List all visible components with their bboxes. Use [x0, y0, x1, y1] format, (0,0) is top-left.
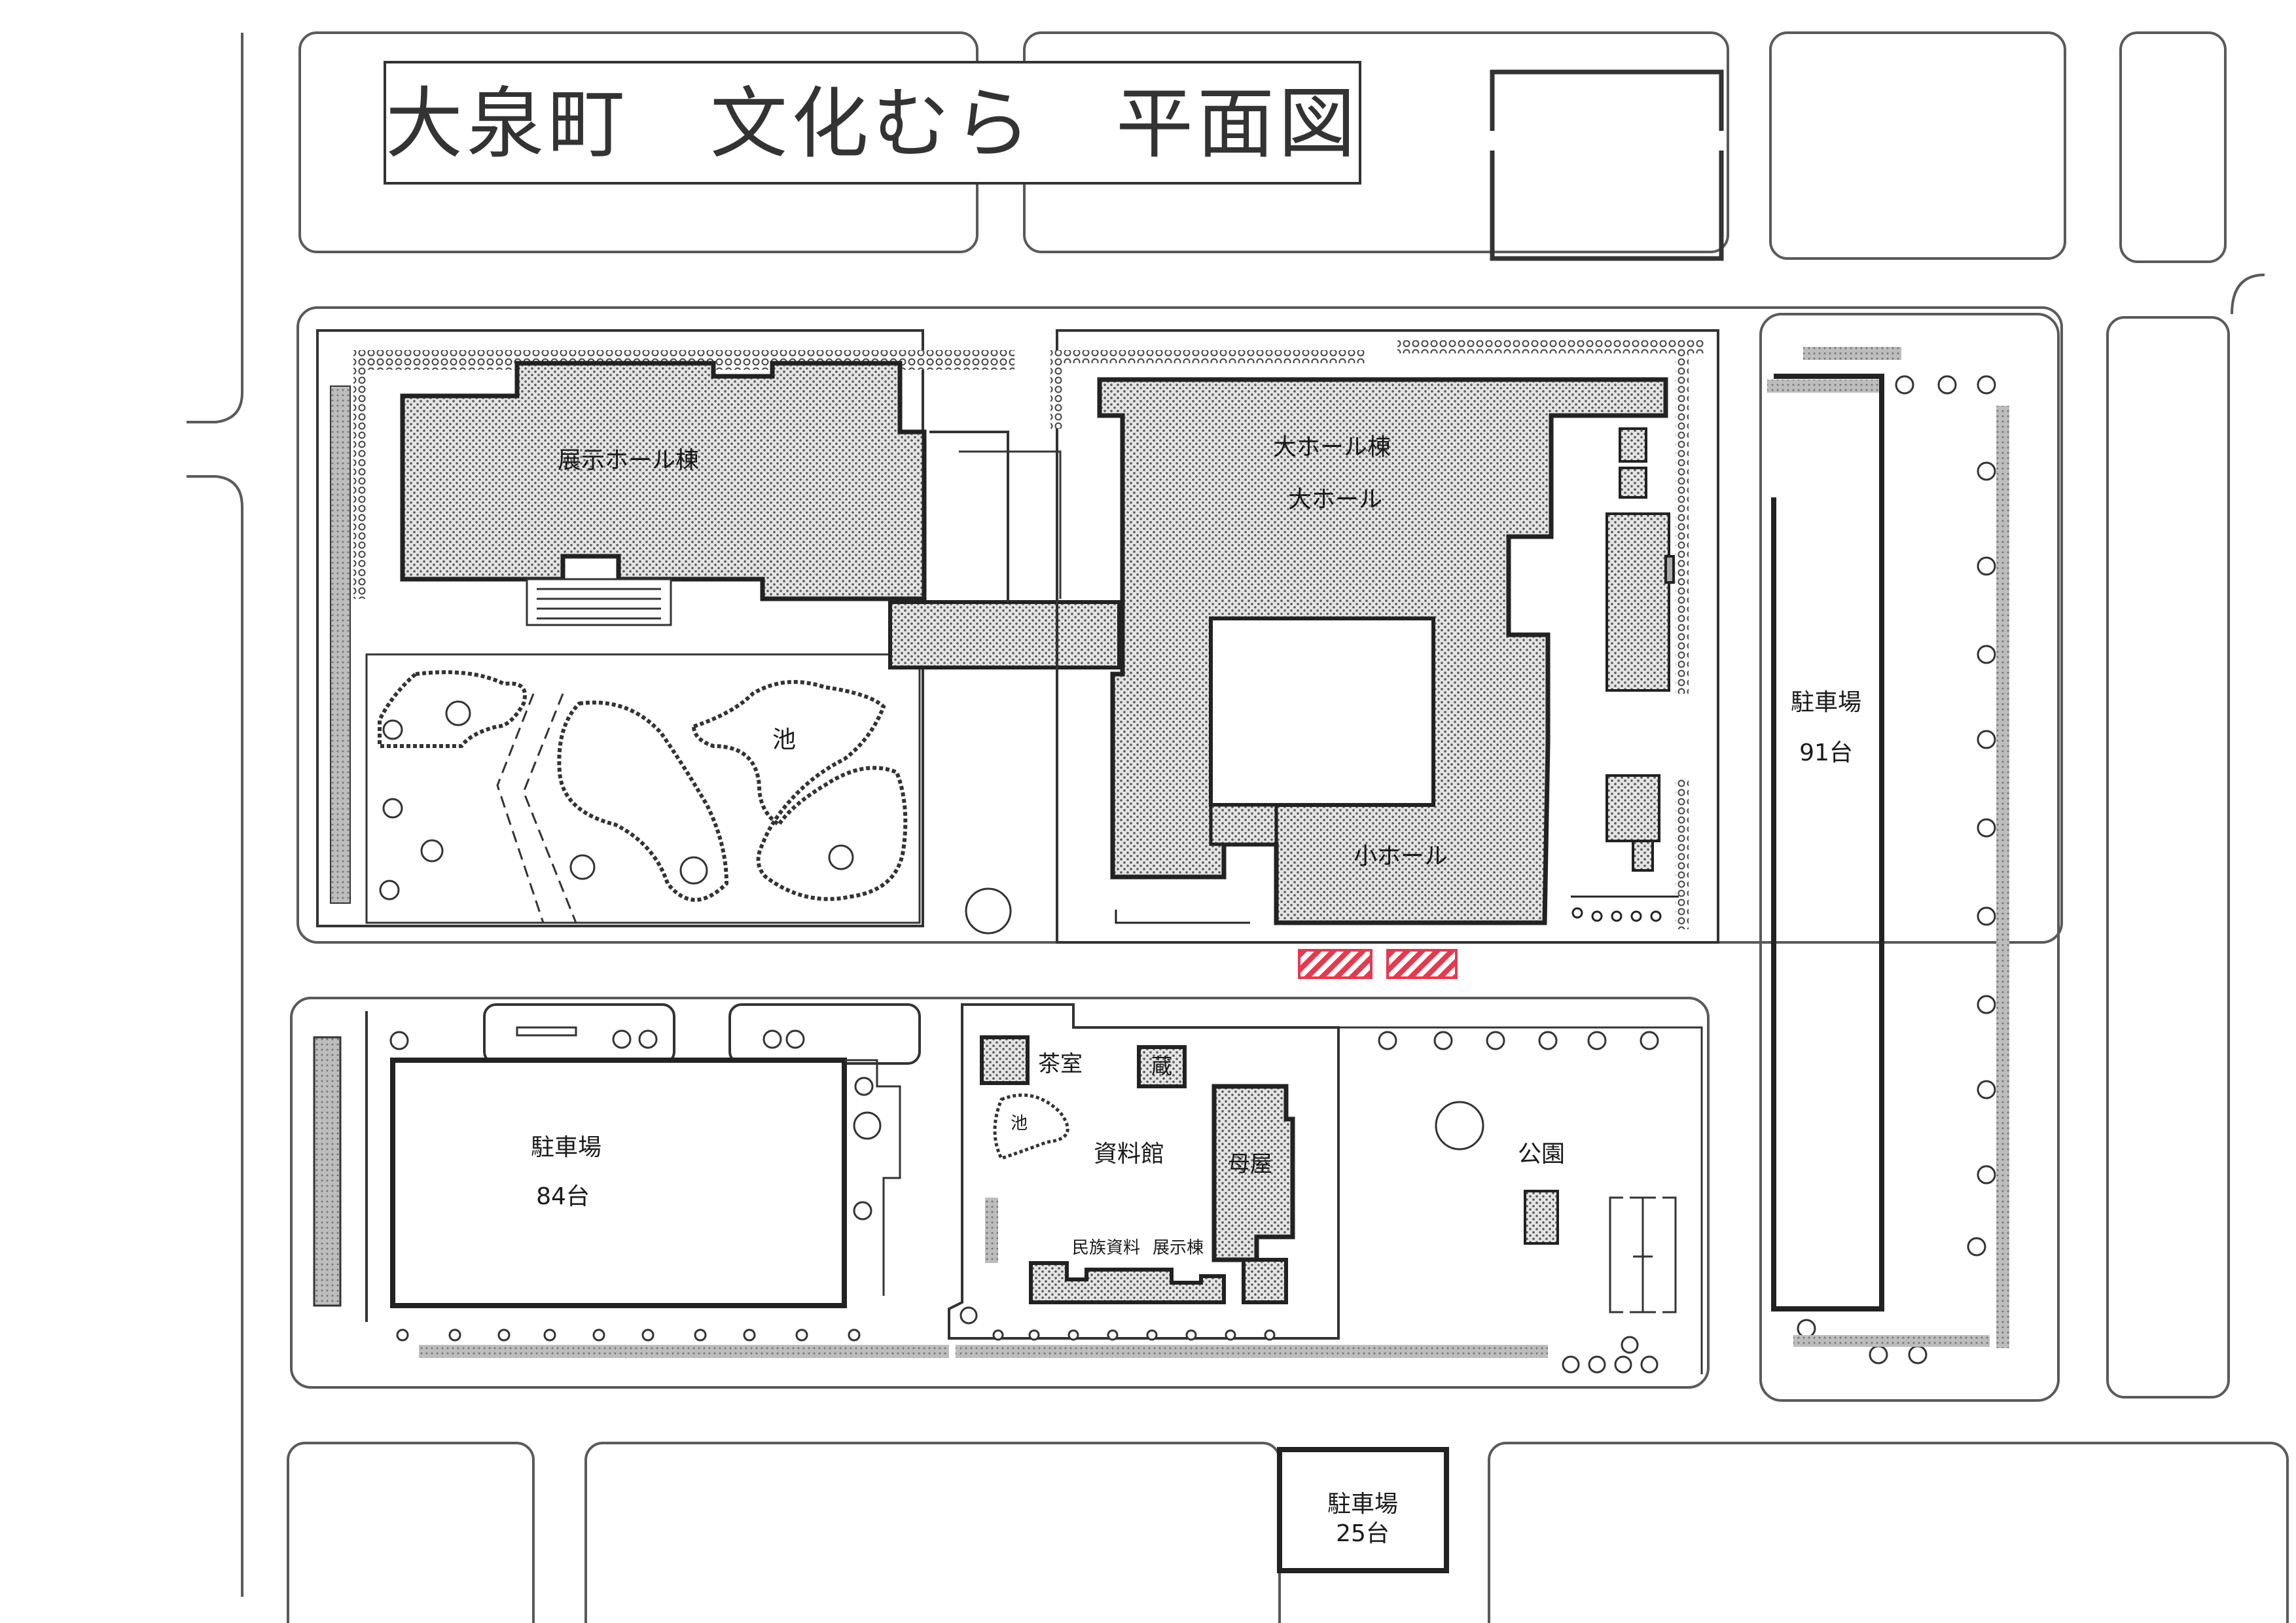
map-title-box: 大泉町 文化むら 平面図 [384, 61, 1361, 185]
parking-east: 駐車場 91台 [1767, 347, 2009, 1364]
garden-ponds: 池 [378, 670, 1012, 935]
park-area: 公園 [1338, 1026, 1703, 1374]
hall-annexes [1115, 427, 1679, 924]
exhibition-hall-building: 展示ホール棟 [400, 361, 927, 626]
main-house-label: 母屋 [1228, 1151, 1272, 1177]
parking-west: 駐車場 84台 [313, 1003, 949, 1358]
cultural-hall-site [1050, 329, 1719, 944]
street-blocks [187, 31, 2289, 1623]
tea-room-label: 茶室 [1038, 1051, 1083, 1077]
big-hall-label: 大ホール [1288, 486, 1382, 513]
map-title: 大泉町 文化むら 平面図 [386, 79, 1359, 169]
parking-south-count: 25台 [1336, 1520, 1390, 1547]
main-pond-label: 池 [772, 726, 796, 753]
big-hall-building-label: 大ホール棟 [1273, 434, 1391, 461]
entrance-hazard-marks [1298, 949, 1458, 979]
small-hall-label: 小ホール [1354, 843, 1448, 870]
big-hall-building: 大ホール棟 大ホール 小ホール [1097, 377, 1668, 925]
folk-exhibit-label-2: 展示棟 [1153, 1238, 1204, 1258]
small-pond-label: 池 [1011, 1114, 1028, 1133]
park-label: 公園 [1518, 1141, 1565, 1168]
museum-area: 茶室 蔵 池 資料館 母屋 民族資料 展示棟 [948, 1003, 1548, 1358]
parking-west-count: 84台 [536, 1183, 590, 1210]
exhibition-site [316, 329, 1014, 927]
parking-south-label: 駐車場 [1327, 1491, 1398, 1518]
museum-label: 資料館 [1094, 1141, 1164, 1168]
connecting-corridor [888, 431, 1121, 669]
parking-west-label: 駐車場 [531, 1134, 601, 1161]
parking-east-count: 91台 [1799, 740, 1853, 766]
top-right-bracket [1490, 69, 1724, 261]
parking-south: 駐車場 25台 [1277, 1447, 1449, 1573]
parking-east-label: 駐車場 [1791, 689, 1861, 716]
folk-exhibit-label-1: 民族資料 [1072, 1238, 1140, 1258]
storehouse-label: 蔵 [1151, 1054, 1172, 1079]
exhibition-hall-label: 展示ホール棟 [558, 447, 699, 474]
